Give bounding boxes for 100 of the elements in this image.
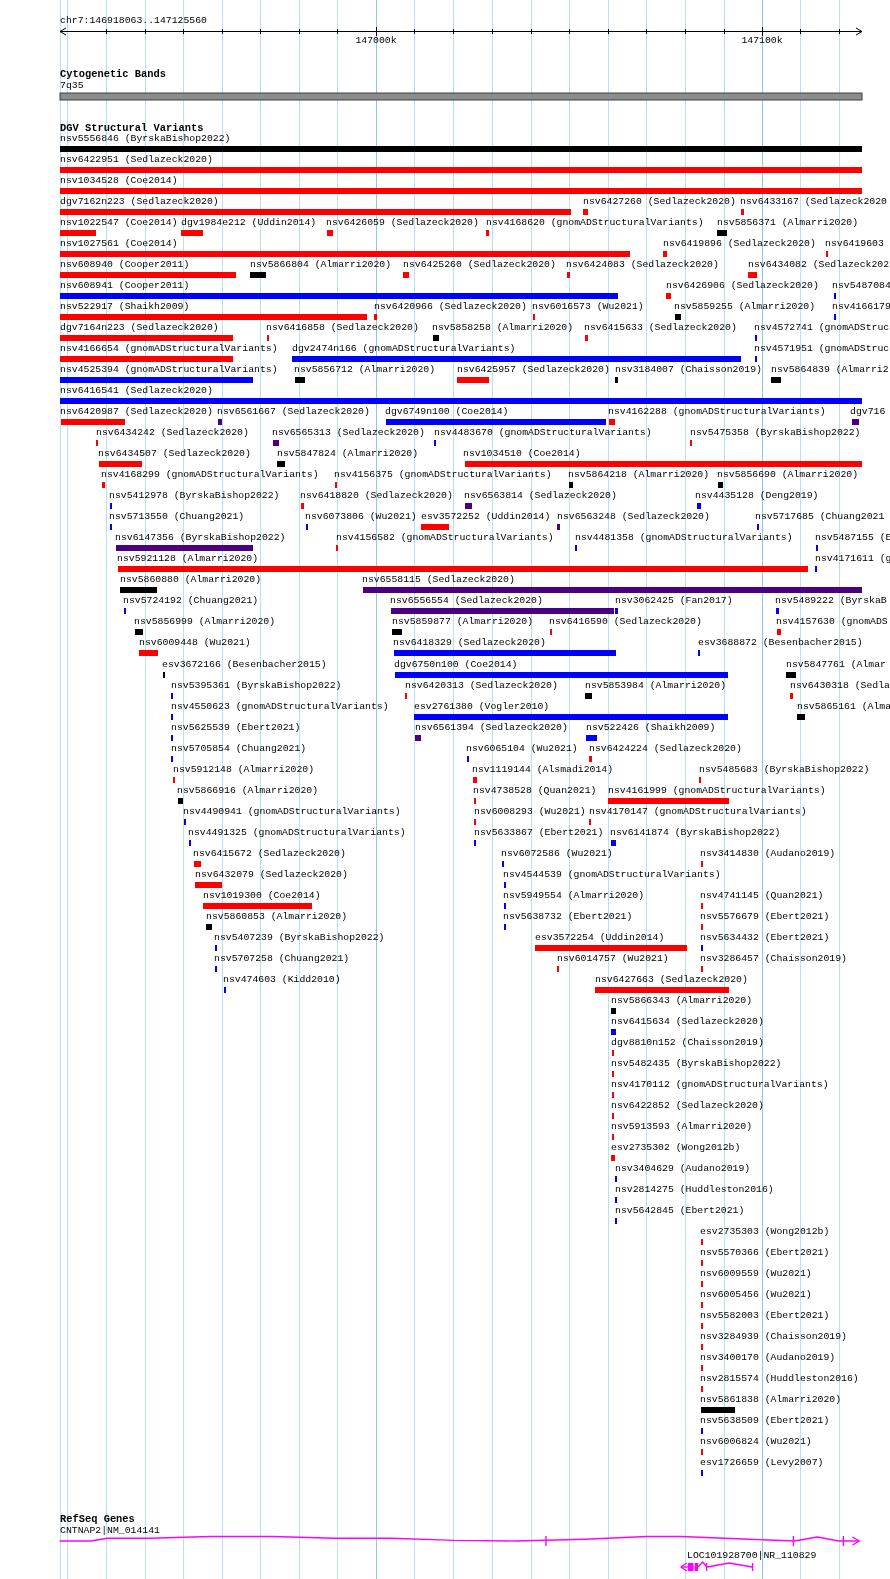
variant-label: nsv6073806 (Wu2021)	[305, 511, 417, 524]
variant-label: esv2735303 (Wong2012b)	[700, 1226, 830, 1239]
variant-label: nsv6424083 (Sedlazeck2020)	[566, 259, 719, 272]
variant-label: nsv6420313 (Sedlazeck2020)	[405, 679, 558, 692]
variant-label: nsv5949554 (Almarri2020)	[503, 889, 645, 902]
variant-label: nsv5860880 (Almarri2020)	[120, 574, 262, 587]
variant-label: nsv4435128 (Deng2019)	[695, 490, 819, 503]
variant-label: nsv6415633 (Sedlazeck2020)	[584, 322, 737, 335]
variant-label: nsv4170112 (gnomADStructuralVariants)	[611, 1078, 829, 1091]
track-title: Cytogenetic Bands	[60, 68, 166, 80]
variant-label: nsv1019300 (Coe2014)	[203, 889, 321, 902]
variant-label: nsv4166654 (gnomADStructuralVariants)	[60, 343, 278, 356]
variant-label: nsv5866343 (Almarri2020)	[611, 994, 753, 1007]
variant-label: nsv5724192 (Chuang2021)	[123, 595, 259, 608]
variant-label: nsv6415672 (Sedlazeck2020)	[193, 847, 346, 860]
variant-label: nsv5412978 (ByrskaBishop2022)	[109, 490, 280, 503]
track-title: DGV Structural Variants	[60, 122, 204, 134]
variant-label: nsv1027561 (Coe2014)	[60, 238, 178, 251]
variant-label: nsv6005456 (Wu2021)	[700, 1289, 812, 1302]
variant-label: nsv5582003 (Ebert2021)	[700, 1310, 830, 1323]
variant-label: nsv6416858 (Sedlazeck2020)	[266, 322, 419, 335]
variant-label: nsv6008293 (Wu2021)	[474, 805, 586, 818]
gene-label: CNTNAP2|NM_014141	[60, 1525, 160, 1537]
variant-label: nsv5847761 (Almar	[786, 658, 886, 671]
variant-label: nsv5475358 (ByrskaBishop2022)	[690, 427, 861, 440]
variant-label: nsv6420966 (Sedlazeck2020)	[374, 301, 527, 314]
variant-label: nsv5485683 (ByrskaBishop2022)	[699, 763, 870, 776]
variant-label: dgv7162n223 (Sedlazeck2020)	[60, 196, 219, 209]
track-title: RefSeq Genes	[60, 1513, 135, 1525]
variant-label: nsv6418820 (Sedlazeck2020)	[300, 490, 453, 503]
variant-label: nsv5864218 (Almarri2020)	[568, 469, 710, 482]
variant-label: nsv6422951 (Sedlazeck2020)	[60, 154, 213, 166]
variant-label: nsv2814275 (Huddleston2016)	[615, 1184, 774, 1196]
variant-label: nsv5713550 (Chuang2021)	[109, 511, 245, 524]
variant-label: nsv6434507 (Sedlazeck2020)	[98, 448, 251, 461]
variant-label: nsv5865161 (Alma	[797, 700, 890, 713]
variant-label: nsv6419603	[825, 238, 884, 251]
variant-label: nsv5487155 (E	[815, 532, 890, 545]
variant-label: nsv6415634 (Sedlazeck2020)	[611, 1015, 764, 1028]
variant-label: nsv5395361 (ByrskaBishop2022)	[171, 679, 342, 692]
variant-label: nsv4481358 (gnomADStructuralVariants)	[575, 532, 793, 545]
variant-label: nsv6558115 (Sedlazeck2020)	[362, 574, 515, 587]
variant-label: nsv6563248 (Sedlazeck2020)	[557, 511, 710, 524]
variant-label: nsv4171611 (g	[815, 553, 890, 566]
variant-label: nsv1034528 (Coe2014)	[60, 175, 178, 188]
variant-label: nsv6072586 (Wu2021)	[501, 847, 613, 860]
variant-label: nsv5859877 (Almarri2020)	[392, 616, 534, 629]
variant-label: nsv5633867 (Ebert2021)	[474, 826, 604, 839]
variant-label: nsv4483670 (gnomADStructuralVariants)	[434, 427, 652, 440]
axis-tick-label: 147000k	[355, 35, 397, 47]
band-label: 7q35	[60, 80, 84, 92]
variant-label: nsv5707258 (Chuang2021)	[214, 952, 350, 965]
variant-label: nsv3414830 (Audano2019)	[700, 847, 836, 860]
variant-label: nsv5487084	[832, 280, 890, 293]
variant-label: nsv6565313 (Sedlazeck2020)	[272, 427, 425, 440]
variant-label: nsv3404629 (Audano2019)	[615, 1162, 751, 1175]
variant-label: nsv5866916 (Almarri2020)	[177, 784, 319, 797]
variant-label: esv3572254 (Uddin2014)	[535, 931, 665, 944]
variant-label: nsv5625539 (Ebert2021)	[171, 721, 301, 734]
variant-label: esv3572252 (Uddin2014)	[421, 511, 551, 524]
variant-label: nsv4162288 (gnomADStructuralVariants)	[608, 406, 826, 419]
variant-label: nsv5576679 (Ebert2021)	[700, 910, 830, 923]
variant-label: esv3672166 (Besenbacher2015)	[162, 658, 327, 671]
variant-label: esv2761380 (Vogler2010)	[414, 700, 550, 713]
variant-label: nsv6416541 (Sedlazeck2020)	[60, 385, 213, 398]
variant-label: nsv6427663 (Sedlazeck2020)	[595, 973, 748, 986]
variant-label: nsv608941 (Cooper2011)	[60, 280, 190, 293]
variant-label: nsv6420987 (Sedlazeck2020)	[60, 406, 213, 419]
variant-label: nsv4738528 (Quan2021)	[473, 784, 597, 797]
variant-label: nsv4491325 (gnomADStructuralVariants)	[188, 826, 406, 839]
variant-label: esv1726659 (Levy2007)	[700, 1457, 824, 1470]
variant-label: dgv1984e212 (Uddin2014)	[181, 217, 317, 230]
axis-tick-label: 147100k	[741, 35, 783, 47]
variant-label: nsv5912148 (Almarri2020)	[173, 763, 315, 776]
variant-label: nsv4168299 (gnomADStructuralVariants)	[101, 469, 319, 482]
variant-label: nsv5717685 (Chuang2021	[755, 511, 885, 524]
variant-label: nsv1119144 (Alsmadi2014)	[472, 763, 614, 776]
variant-label: nsv4571951 (gnomADStruc	[754, 343, 890, 356]
variant-label: nsv3184007 (Chaisson2019)	[615, 364, 762, 377]
variant-label: nsv4550623 (gnomADStructuralVariants)	[171, 700, 389, 713]
variant-label: nsv5853984 (Almarri2020)	[585, 679, 727, 692]
variant-label: nsv6141874 (ByrskaBishop2022)	[610, 826, 781, 839]
variant-label: dgv6750n100 (Coe2014)	[394, 658, 518, 671]
variant-label: nsv6556554 (Sedlazeck2020)	[390, 595, 543, 608]
variant-label: nsv5860853 (Almarri2020)	[206, 910, 348, 923]
variant-label: dgv6749n100 (Coe2014)	[385, 406, 509, 419]
variant-label: nsv5921128 (Almarri2020)	[117, 553, 259, 566]
variant-label: nsv5856371 (Almarri2020)	[717, 217, 859, 230]
variant-label: nsv3062425 (Fan2017)	[615, 595, 733, 608]
variant-label: nsv6426059 (Sedlazeck2020)	[326, 217, 479, 230]
variant-label: nsv6430318 (Sedla	[790, 679, 890, 692]
variant-label: nsv4156375 (gnomADStructuralVariants)	[334, 469, 552, 482]
variant-label: nsv6433167 (Sedlazeck2020	[740, 196, 887, 209]
variant-label: nsv6563814 (Sedlazeck2020)	[464, 490, 617, 503]
variant-label: nsv2815574 (Huddleston2016)	[700, 1373, 859, 1386]
variant-label: nsv5913593 (Almarri2020)	[611, 1120, 753, 1133]
variant-label: nsv3284939 (Chaisson2019)	[700, 1331, 847, 1344]
variant-label: nsv5866804 (Almarri2020)	[250, 259, 392, 272]
variant-label: nsv6065104 (Wu2021)	[466, 742, 578, 755]
variant-label: nsv6419896 (Sedlazeck2020)	[663, 238, 816, 251]
